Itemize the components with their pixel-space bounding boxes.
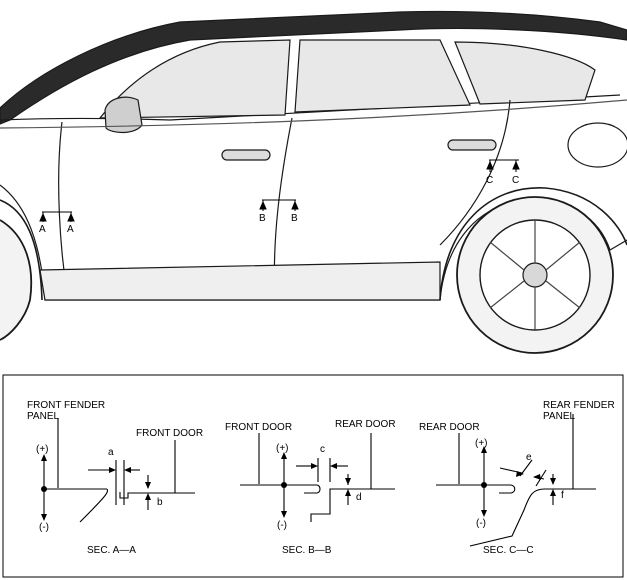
sec-a-dim-gap: a <box>108 447 114 458</box>
sec-b-dim-gap: c <box>320 444 325 455</box>
sec-a-caption: SEC. A—A <box>87 545 136 556</box>
marker-a <box>39 211 75 222</box>
rear-spokes <box>489 220 581 330</box>
section-a: FRONT FENDER PANEL FRONT DOOR (+) (-) a … <box>27 400 203 556</box>
sec-b-dim-flush: d <box>356 492 362 503</box>
car-side-view <box>0 10 627 354</box>
sec-c-door-label: REAR DOOR <box>419 422 480 433</box>
sec-c-dim-gap: e <box>526 452 532 463</box>
sections-frame <box>2 374 624 578</box>
marker-c-right-label: C <box>512 175 519 186</box>
sec-c-fender-label-1: REAR FENDER <box>543 400 615 411</box>
sec-c-fender-label-2: PANEL <box>543 411 575 422</box>
character-line <box>0 99 627 129</box>
sec-b-plus: (+) <box>276 443 289 454</box>
sec-c-caption: SEC. C—C <box>483 545 534 556</box>
sec-c-minus: (-) <box>476 518 486 529</box>
marker-a-right-label: A <box>67 224 74 235</box>
sec-a-plus: (+) <box>36 444 49 455</box>
front-tire <box>0 219 33 341</box>
car-beltline <box>0 94 621 121</box>
rear-wheel-arch <box>439 187 627 301</box>
sec-c-plus: (+) <box>475 438 488 449</box>
sec-a-minus: (-) <box>39 522 49 533</box>
marker-b-left-label: B <box>259 213 266 224</box>
marker-b-right-label: B <box>291 213 298 224</box>
quarter-window <box>454 41 596 105</box>
marker-a-left-label: A <box>39 224 46 235</box>
sec-a-fender-label-1: FRONT FENDER <box>27 400 105 411</box>
marker-c <box>486 159 520 172</box>
side-mirror <box>104 96 143 134</box>
sec-a-dim-flush: b <box>157 497 163 508</box>
rear-door-handle <box>447 139 497 151</box>
rear-door-rear-seam <box>439 99 511 246</box>
marker-c-left-label: C <box>486 175 493 186</box>
sec-b-front-label: FRONT DOOR <box>225 422 292 433</box>
rear-hub <box>522 262 548 288</box>
sec-c-dim-flush: f <box>561 490 564 501</box>
section-b: FRONT DOOR REAR DOOR (+) (-) c d SEC. B—… <box>225 419 396 556</box>
sec-b-caption: SEC. B—B <box>282 545 332 556</box>
sec-a-fender-label-2: PANEL <box>27 411 59 422</box>
front-door-handle <box>221 149 271 161</box>
rocker-panel <box>39 261 441 301</box>
sec-b-rear-label: REAR DOOR <box>335 419 396 430</box>
sec-a-door-label: FRONT DOOR <box>136 428 203 439</box>
rear-window <box>294 39 471 113</box>
marker-b <box>259 199 299 211</box>
section-c: REAR DOOR REAR FENDER PANEL (+) (-) e f … <box>419 400 615 556</box>
sec-b-minus: (-) <box>277 520 287 531</box>
fuel-lid <box>567 122 627 168</box>
front-wheel-arch <box>0 199 43 301</box>
